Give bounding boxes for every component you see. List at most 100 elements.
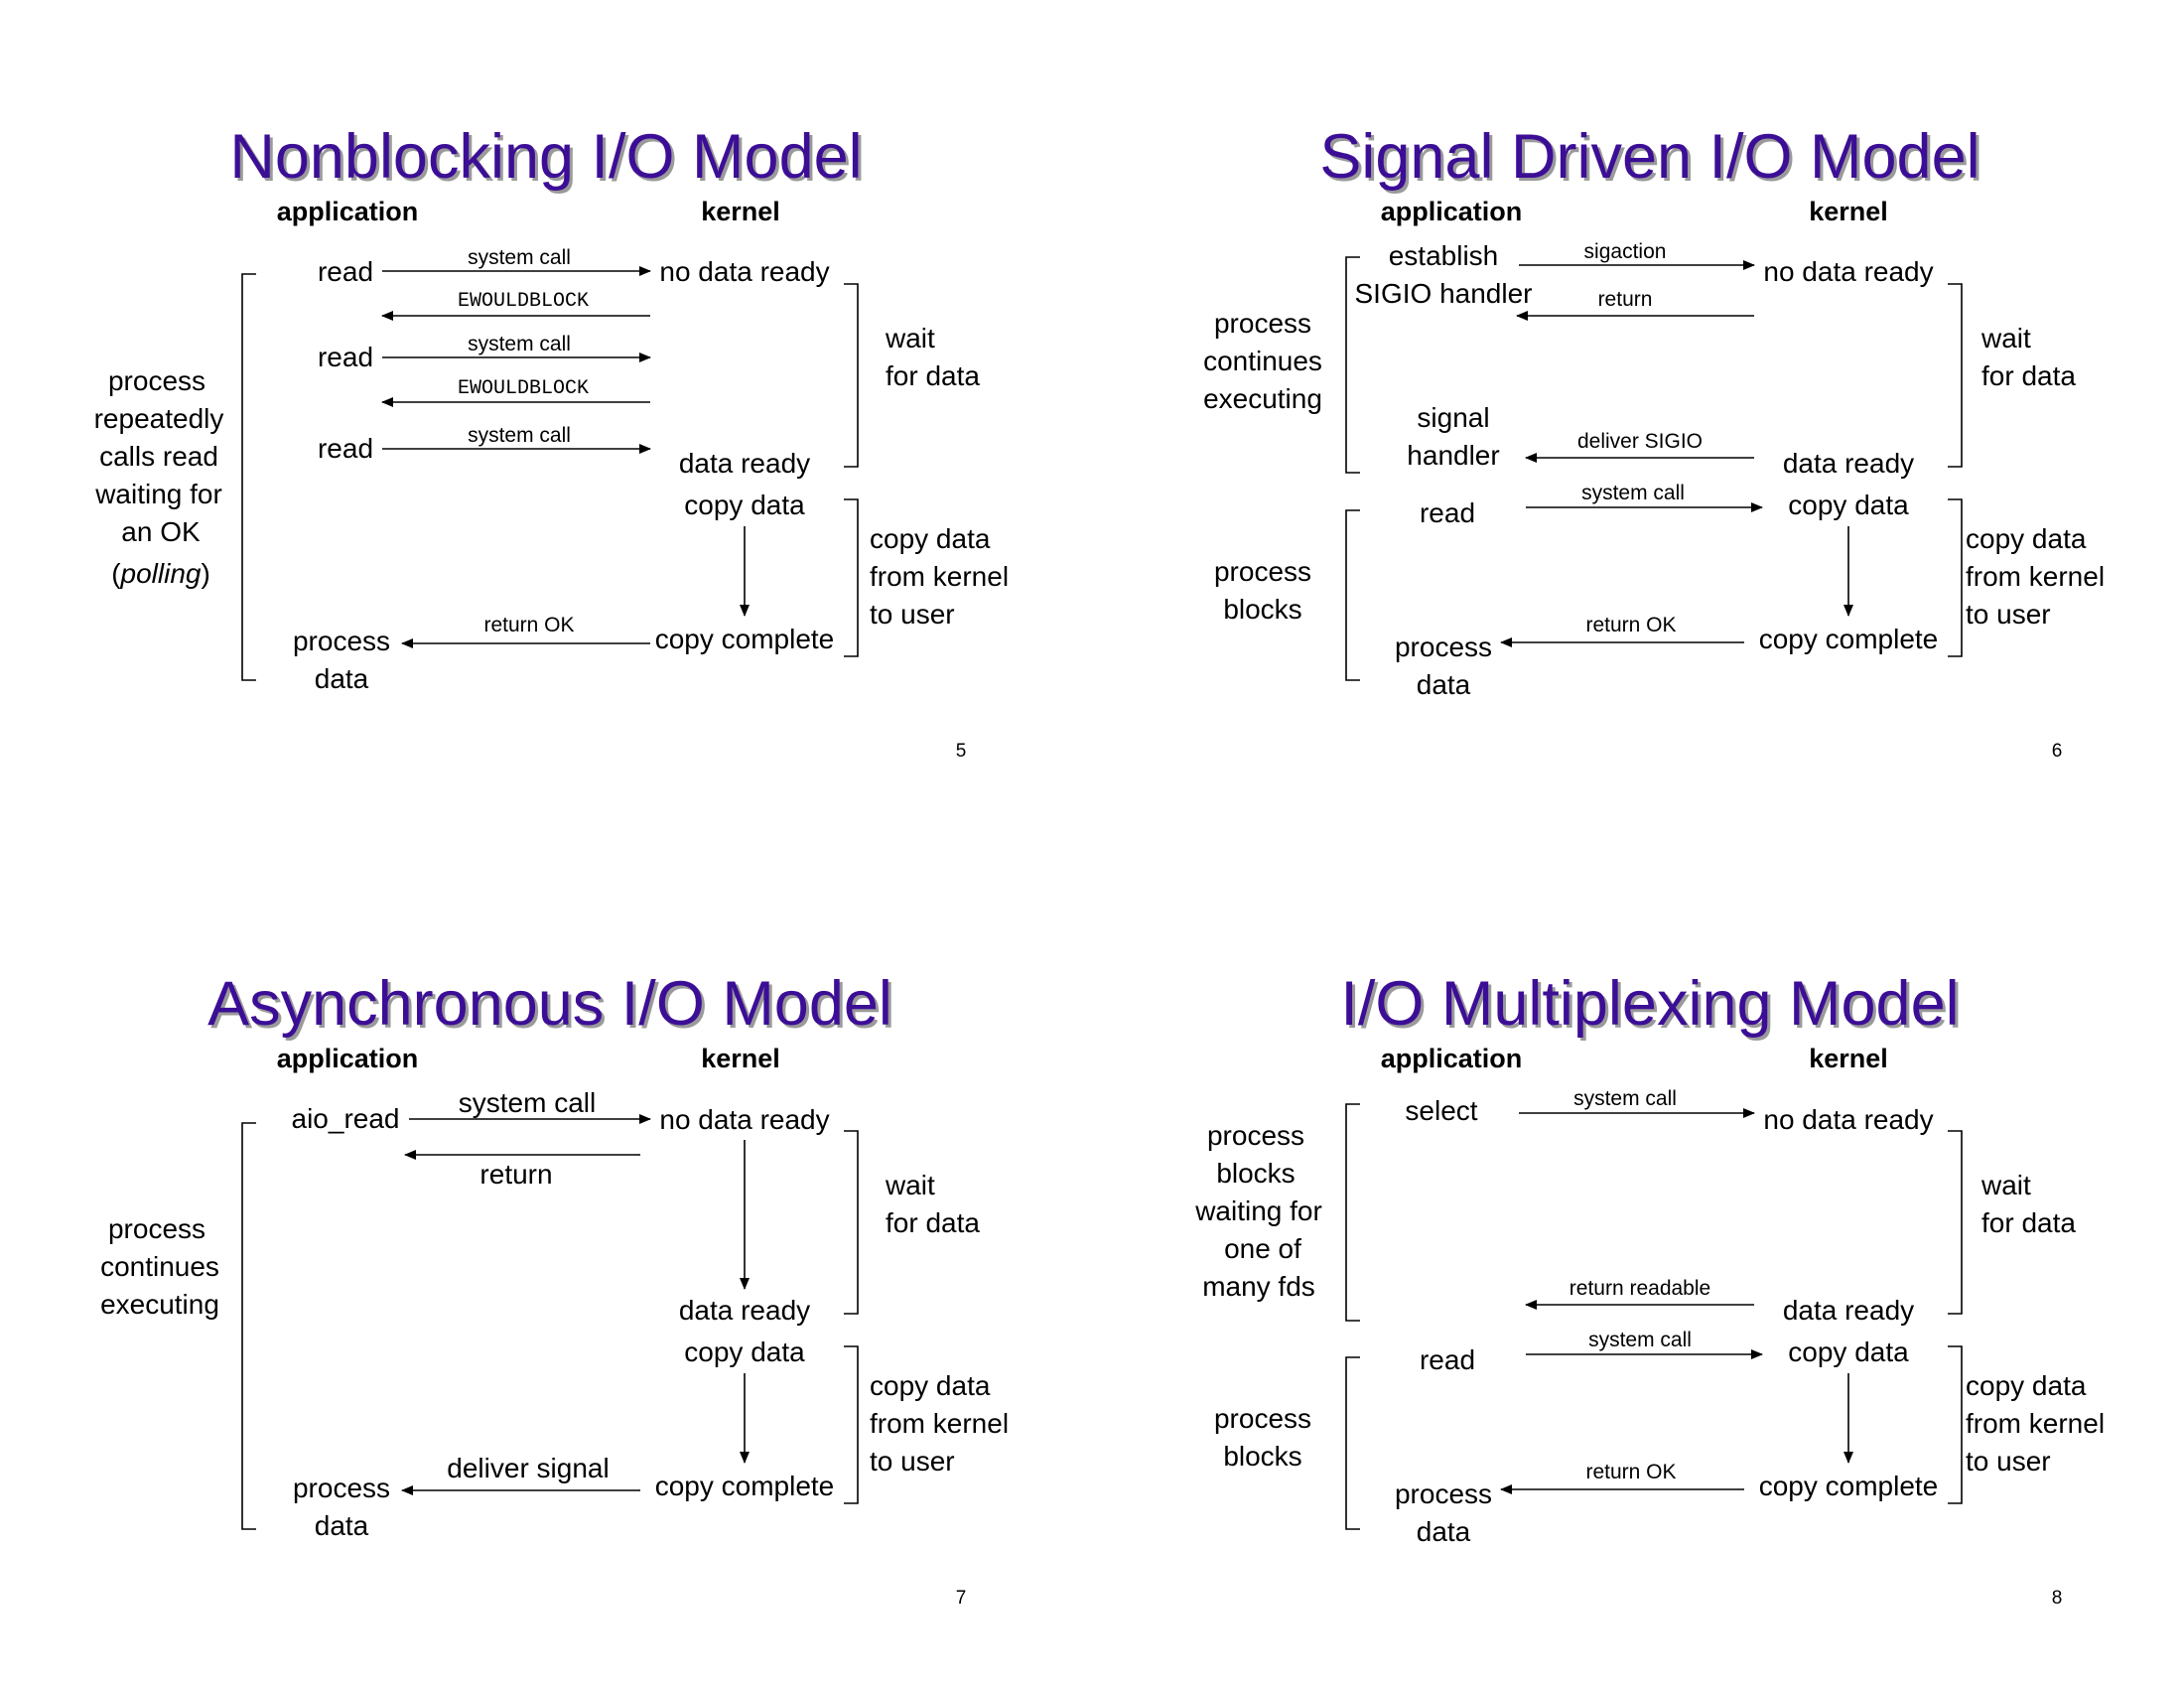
slide-title: Nonblocking I/O Model <box>229 122 862 192</box>
app-sigio-handler: SIGIO handler <box>1355 278 1533 309</box>
left-note-line: blocks <box>1223 1441 1301 1472</box>
system-call-label: system call <box>1588 1329 1692 1351</box>
return-ok-label: return OK <box>1585 1461 1676 1483</box>
page-number: 6 <box>2052 741 2063 762</box>
copy-bracket <box>1948 1345 1963 1504</box>
return-readable-label: return readable <box>1570 1277 1710 1300</box>
left-note-line: repeatedly <box>94 403 224 434</box>
kernel-header: kernel <box>1809 1044 1888 1073</box>
app-bracket-bottom <box>1345 509 1360 681</box>
copy-note: copy data <box>1966 1370 2087 1401</box>
copy-note: to user <box>870 599 955 630</box>
app-handler: handler <box>1407 440 1499 471</box>
app-read: read <box>318 433 373 464</box>
app-process: process <box>293 1473 390 1503</box>
slide-signal-driven: Signal Driven I/O Model Signal Driven I/… <box>1203 122 2105 762</box>
copy-note: to user <box>1966 1446 2051 1477</box>
kernel-copy-complete: copy complete <box>1759 624 1939 654</box>
return-ok-label: return OK <box>483 614 574 636</box>
wait-note: for data <box>1981 360 2076 391</box>
copy-note: to user <box>870 1446 955 1477</box>
slide-nonblocking: Nonblocking I/O Model Nonblocking I/O Mo… <box>94 122 1009 762</box>
kernel-data-ready: data ready <box>1783 448 1914 479</box>
app-bracket-top <box>1345 256 1360 474</box>
system-call-label: system call <box>459 1087 596 1118</box>
slide-title: Signal Driven I/O Model <box>1319 122 1979 192</box>
polling-note: (polling) <box>111 558 210 589</box>
copy-note: to user <box>1966 599 2051 630</box>
left-note-line: blocks <box>1223 594 1301 625</box>
slide-io-multiplexing: I/O Multiplexing Model I/O Multiplexing … <box>1194 969 2105 1609</box>
ewouldblock-label: EWOULDBLOCK <box>458 377 589 400</box>
app-data: data <box>1417 669 1471 700</box>
app-process: process <box>1395 1478 1492 1509</box>
app-aio-read: aio_read <box>292 1103 400 1134</box>
application-header: application <box>1381 197 1523 226</box>
kernel-copy-data: copy data <box>684 1336 805 1367</box>
wait-bracket <box>844 1130 859 1315</box>
slide-title-shadow: Asynchronous I/O Model <box>210 972 895 1042</box>
app-establish: establish <box>1389 240 1499 271</box>
left-note-line: blocks <box>1216 1158 1295 1189</box>
left-note-line: continues <box>1203 346 1322 376</box>
system-call-label: system call <box>468 424 571 447</box>
kernel-header: kernel <box>1809 197 1888 226</box>
slide-title-shadow: I/O Multiplexing Model <box>1343 972 1962 1042</box>
app-data: data <box>315 1510 369 1541</box>
app-process: process <box>293 626 390 656</box>
application-header: application <box>1381 1044 1523 1073</box>
app-bracket <box>241 273 256 681</box>
page-number: 8 <box>2052 1588 2063 1609</box>
kernel-data-ready: data ready <box>679 1295 810 1326</box>
deliver-signal-label: deliver signal <box>447 1453 609 1483</box>
deliver-sigio-label: deliver SIGIO <box>1577 430 1703 453</box>
kernel-copy-data: copy data <box>1788 490 1909 520</box>
wait-note: wait <box>885 1170 935 1200</box>
copy-note: copy data <box>1966 523 2087 554</box>
wait-note: wait <box>885 323 935 353</box>
app-bracket-top <box>1345 1103 1360 1322</box>
app-bracket <box>241 1122 256 1530</box>
page-number: 5 <box>956 741 967 762</box>
sigaction-label: sigaction <box>1584 240 1667 263</box>
kernel-no-data-ready: no data ready <box>1763 256 1933 287</box>
system-call-label: system call <box>468 333 571 355</box>
app-read: read <box>318 256 373 287</box>
app-bracket-bottom <box>1345 1356 1360 1530</box>
application-header: application <box>277 197 419 226</box>
copy-note: from kernel <box>1966 561 2105 592</box>
left-note-line: waiting for <box>1194 1196 1322 1226</box>
copy-note: copy data <box>870 1370 991 1401</box>
wait-note: for data <box>886 360 980 391</box>
left-note-line: executing <box>100 1289 219 1320</box>
wait-note: wait <box>1980 1170 2031 1200</box>
app-read: read <box>318 342 373 372</box>
application-header: application <box>277 1044 419 1073</box>
left-note-line: process <box>1207 1120 1304 1151</box>
kernel-no-data-ready: no data ready <box>1763 1104 1933 1135</box>
left-note-line: continues <box>100 1251 219 1282</box>
system-call-label: system call <box>1573 1087 1677 1110</box>
left-note-line: many fds <box>1202 1271 1315 1302</box>
left-note-line: process <box>1214 556 1311 587</box>
page-number: 7 <box>956 1588 967 1609</box>
kernel-no-data-ready: no data ready <box>659 1104 829 1135</box>
kernel-copy-data: copy data <box>684 490 805 520</box>
return-label: return <box>479 1159 552 1190</box>
left-note-line: calls read <box>99 441 218 472</box>
slide-title-shadow: Nonblocking I/O Model <box>232 125 865 195</box>
kernel-data-ready: data ready <box>1783 1295 1914 1326</box>
wait-bracket <box>844 283 859 468</box>
copy-note: from kernel <box>870 1408 1009 1439</box>
wait-note: wait <box>1980 323 2031 353</box>
wait-bracket <box>1948 283 1963 468</box>
wait-bracket <box>1948 1130 1963 1315</box>
kernel-header: kernel <box>701 197 780 226</box>
copy-note: from kernel <box>1966 1408 2105 1439</box>
app-signal: signal <box>1417 402 1489 433</box>
wait-note: for data <box>1981 1207 2076 1238</box>
slide-title: I/O Multiplexing Model <box>1340 969 1959 1039</box>
kernel-no-data-ready: no data ready <box>659 256 829 287</box>
return-label: return <box>1598 288 1653 311</box>
wait-note: for data <box>886 1207 980 1238</box>
